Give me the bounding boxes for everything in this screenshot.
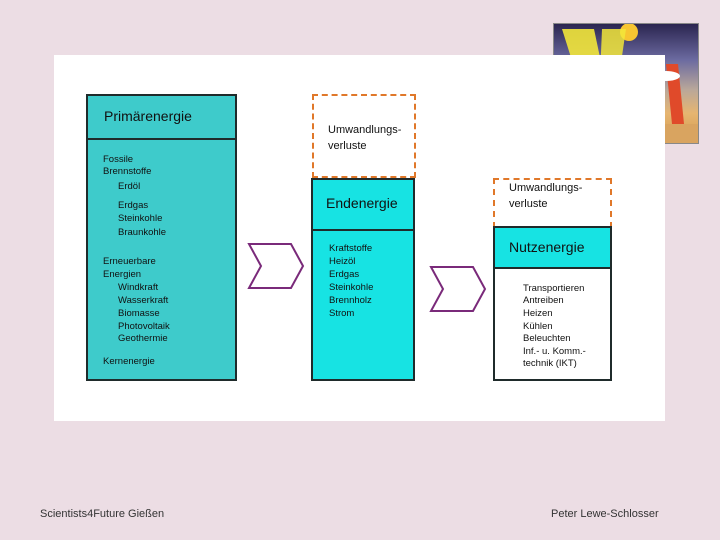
- list-item: Beleuchten: [523, 333, 571, 344]
- loss-label: Umwandlungs-: [509, 182, 583, 194]
- list-item: Wasserkraft: [118, 295, 169, 306]
- footer-right: Peter Lewe-Schlosser: [551, 508, 659, 520]
- conversion-loss-box-2: Umwandlungs- verluste: [493, 178, 612, 228]
- list-item: Steinkohle: [118, 213, 163, 224]
- list-item: Biomasse: [118, 308, 160, 319]
- final-energy-box: Kraftstoffe Heizöl Erdgas Steinkohle Bre…: [311, 229, 415, 381]
- list-item: Antreiben: [523, 295, 564, 306]
- list-item: Geothermie: [118, 333, 168, 344]
- primary-energy-header: Primärenergie: [86, 94, 237, 140]
- primary-energy-title: Primärenergie: [104, 108, 192, 124]
- list-item: Inf.- u. Komm.-: [523, 346, 586, 357]
- loss-label-2: verluste: [328, 140, 367, 152]
- flow-arrow-2: [429, 266, 487, 312]
- list-item: Kraftstoffe: [329, 243, 373, 254]
- flow-arrow-1: [247, 243, 305, 289]
- renewables-heading: Erneuerbare: [103, 256, 156, 267]
- list-item: Erdgas: [118, 200, 149, 211]
- list-item: Photovoltaik: [118, 321, 170, 332]
- list-item: technik (IKT): [523, 358, 577, 369]
- conversion-loss-box-1: Umwandlungs- verluste: [312, 94, 416, 178]
- list-item: Brennholz: [329, 295, 372, 306]
- list-item: Steinkohle: [329, 282, 374, 293]
- list-item: Erdgas: [329, 269, 360, 280]
- list-item: Transportieren: [523, 283, 585, 294]
- final-energy-header: Endenergie: [311, 178, 415, 231]
- footer-left: Scientists4Future Gießen: [40, 508, 165, 520]
- nuclear-heading: Kernenergie: [103, 356, 155, 367]
- list-item: Braunkohle: [118, 227, 167, 238]
- useful-energy-header: Nutzenergie: [493, 226, 612, 269]
- fossil-heading-2: Brennstoffe: [103, 166, 152, 177]
- useful-energy-box: Transportieren Antreiben Heizen Kühlen B…: [493, 267, 612, 381]
- primary-energy-box: Fossile Brennstoffe Erdöl Erdgas Steinko…: [86, 138, 237, 381]
- loss-label-2: verluste: [509, 198, 548, 210]
- useful-energy-title: Nutzenergie: [509, 239, 585, 255]
- final-energy-title: Endenergie: [326, 195, 398, 211]
- renewables-heading-2: Energien: [103, 269, 142, 280]
- list-item: Heizen: [523, 308, 553, 319]
- loss-label: Umwandlungs-: [328, 124, 402, 136]
- list-item: Kühlen: [523, 321, 553, 332]
- list-item: Heizöl: [329, 256, 356, 267]
- fossil-heading: Fossile: [103, 154, 134, 165]
- list-item: Windkraft: [118, 282, 159, 293]
- list-item: Strom: [329, 308, 355, 319]
- list-item: Erdöl: [118, 181, 141, 192]
